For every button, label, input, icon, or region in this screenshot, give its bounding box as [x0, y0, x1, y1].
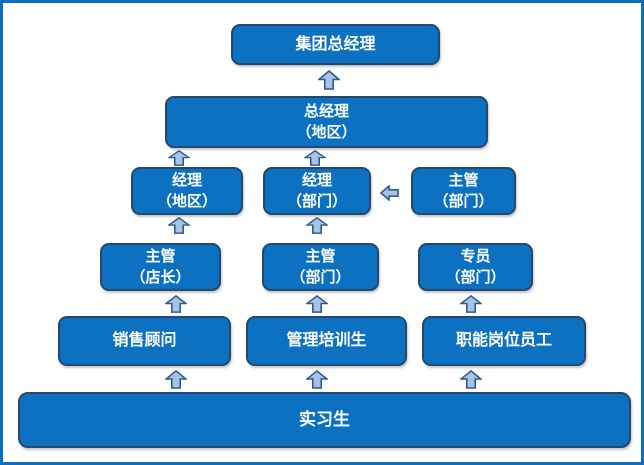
node-label-line2: （店长）: [130, 269, 191, 286]
node-label-line2: （部门）: [290, 269, 351, 286]
up-arrow-icon: [168, 150, 190, 166]
node-intern: 实习生: [18, 392, 631, 448]
node-general-manager-region: 总经理 （地区）: [165, 96, 488, 148]
node-label-line2: （部门）: [445, 269, 506, 286]
node-manager-region: 经理 （地区）: [131, 167, 243, 215]
up-arrow-icon: [318, 70, 340, 90]
node-supervisor-store-manager: 主管 （店长）: [100, 243, 221, 291]
up-arrow-icon: [306, 217, 328, 234]
node-label-line1: 总经理: [303, 103, 349, 120]
node-label-line2: （部门）: [286, 193, 347, 210]
node-management-trainee: 管理培训生: [246, 316, 407, 366]
node-label-line2: （地区）: [296, 124, 357, 141]
node-manager-department: 经理 （部门）: [263, 167, 371, 215]
node-label-line1: 主管: [305, 248, 336, 265]
node-label-line2: （部门）: [433, 193, 494, 210]
node-supervisor-department: 主管 （部门）: [262, 243, 379, 291]
up-arrow-icon: [168, 217, 190, 234]
node-label-line1: 主管: [145, 248, 176, 265]
node-label-line2: （地区）: [156, 193, 217, 210]
node-label-line1: 经理: [301, 172, 332, 189]
up-arrow-icon: [304, 150, 326, 166]
node-label-line1: 经理: [171, 172, 202, 189]
node-label-line1: 管理培训生: [286, 332, 367, 349]
left-arrow-icon: [380, 185, 399, 201]
node-functional-staff: 职能岗位员工: [422, 316, 586, 366]
node-label-line1: 职能岗位员工: [455, 332, 552, 349]
up-arrow-icon: [165, 295, 187, 313]
node-label-line1: 实习生: [299, 410, 350, 429]
node-group-general-manager: 集团总经理: [231, 24, 440, 65]
node-specialist-department: 专员 （部门）: [418, 243, 533, 291]
up-arrow-icon: [460, 370, 482, 389]
up-arrow-icon: [165, 370, 187, 389]
node-label-line1: 集团总经理: [295, 35, 376, 53]
node-label-line1: 专员: [460, 248, 491, 265]
node-label-line1: 销售顾问: [112, 332, 177, 349]
node-label-line1: 主管: [448, 172, 479, 189]
up-arrow-icon: [460, 295, 482, 313]
node-supervisor-department-upper: 主管 （部门）: [411, 167, 516, 215]
up-arrow-icon: [306, 370, 328, 389]
node-sales-consultant: 销售顾问: [58, 316, 231, 366]
up-arrow-icon: [306, 295, 328, 313]
